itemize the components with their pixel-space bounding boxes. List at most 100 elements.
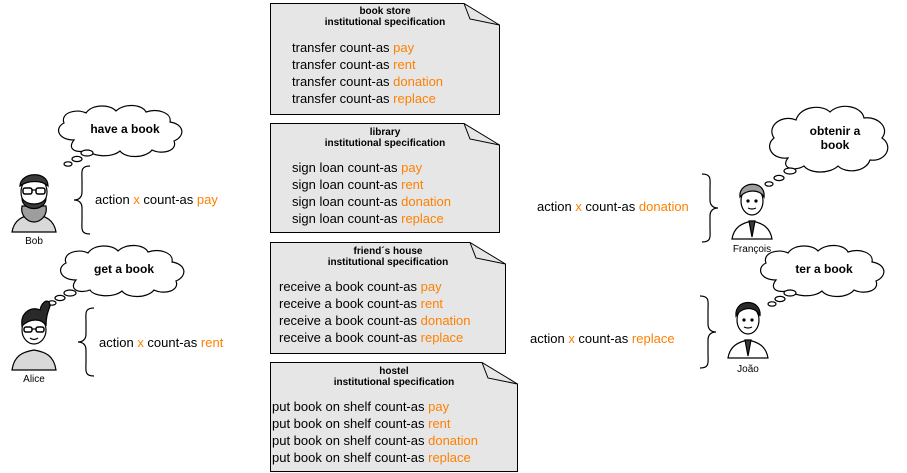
spec-act: sign loan count-as: [292, 177, 402, 192]
spec-result: rent: [428, 416, 451, 431]
spec-act: receive a book count-as: [279, 313, 421, 328]
spec-line: receive a book count-as pay: [279, 278, 471, 295]
spec-act: put book on shelf count-as: [272, 433, 429, 448]
spec-act: put book on shelf count-as: [272, 450, 429, 465]
action-result: pay: [196, 192, 218, 207]
action-prefix: action: [99, 335, 138, 350]
note-shape: [270, 242, 506, 354]
brace-francois: [701, 173, 719, 243]
spec-act: sign loan count-as: [292, 160, 402, 175]
action-count-as: count-as: [143, 335, 201, 350]
spec-note-friends-house: friend´s house institutional specificati…: [270, 242, 506, 354]
agent-name-bob: Bob: [25, 236, 43, 247]
thought-cloud-bob: [57, 104, 183, 167]
spec-lines: transfer count-as pay transfer count-as …: [292, 39, 443, 107]
spec-act: receive a book count-as: [279, 279, 421, 294]
action-x: x: [133, 192, 140, 207]
note-shape: [270, 3, 500, 115]
spec-result: pay: [420, 279, 442, 294]
thought-cloud-alice: [47, 244, 185, 306]
action-count-as: count-as: [581, 199, 639, 214]
action-x: x: [137, 335, 144, 350]
spec-result: pay: [401, 160, 423, 175]
spec-line: transfer count-as rent: [292, 56, 443, 73]
action-result: replace: [631, 331, 675, 346]
spec-act: transfer count-as: [292, 57, 394, 72]
brace-joao: [699, 295, 717, 369]
spec-line: transfer count-as pay: [292, 39, 443, 56]
thought-text-joao: ter a book: [795, 262, 853, 276]
brace-bob: [73, 165, 91, 235]
spec-note-hostel: hostel institutional specification put b…: [270, 362, 518, 472]
spec-act: put book on shelf count-as: [272, 399, 429, 414]
spec-result: replace: [420, 330, 464, 345]
action-label-bob: action x count-as pay: [95, 192, 218, 208]
thought-cloud-joao: [759, 244, 885, 307]
action-result: rent: [200, 335, 224, 350]
thought-text-francois: obtenir a book: [809, 124, 861, 152]
agent-name-alice: Alice: [23, 374, 45, 385]
spec-note-book-store: book store institutional specification t…: [270, 3, 500, 115]
spec-act: receive a book count-as: [279, 330, 421, 345]
spec-subtitle: institutional specification: [324, 17, 446, 28]
spec-act: put book on shelf count-as: [272, 416, 429, 431]
spec-lines: sign loan count-as pay sign loan count-a…: [292, 159, 451, 227]
brace-alice: [77, 307, 95, 377]
action-label-francois: action x count-as donation: [537, 199, 689, 215]
thought-text-alice: get a book: [93, 262, 154, 276]
spec-lines: put book on shelf count-as pay put book …: [272, 398, 478, 466]
avatar-joao-icon: [727, 302, 769, 359]
spec-line: transfer count-as replace: [292, 90, 443, 107]
spec-act: sign loan count-as: [292, 194, 402, 209]
action-label-alice: action x count-as rent: [99, 335, 223, 351]
spec-title: book store: [359, 6, 411, 17]
agent-name-francois: François: [732, 244, 772, 255]
avatar-francois-icon: [731, 183, 773, 240]
action-count-as: count-as: [139, 192, 197, 207]
spec-result: donation: [428, 433, 478, 448]
spec-act: transfer count-as: [292, 91, 394, 106]
spec-act: receive a book count-as: [279, 296, 421, 311]
spec-line: put book on shelf count-as rent: [272, 415, 478, 432]
action-label-joao: action x count-as replace: [530, 331, 675, 347]
spec-line: receive a book count-as rent: [279, 295, 471, 312]
spec-result: donation: [420, 313, 471, 328]
spec-lines: receive a book count-as pay receive a bo…: [279, 278, 471, 346]
thought-text-bob: have a book: [90, 122, 160, 136]
spec-line: transfer count-as donation: [292, 73, 443, 90]
action-x: x: [568, 331, 575, 346]
spec-result: rent: [420, 296, 444, 311]
action-prefix: action: [530, 331, 569, 346]
spec-title: hostel: [379, 366, 409, 377]
spec-act: sign loan count-as: [292, 211, 402, 226]
action-prefix: action: [95, 192, 134, 207]
spec-result: rent: [401, 177, 424, 192]
note-shape: [270, 362, 518, 472]
spec-subtitle: institutional specification: [324, 138, 446, 149]
spec-line: put book on shelf count-as donation: [272, 432, 478, 449]
spec-result: replace: [393, 91, 436, 106]
spec-line: sign loan count-as pay: [292, 159, 451, 176]
spec-subtitle: institutional specification: [327, 257, 449, 268]
spec-result: pay: [428, 399, 450, 414]
action-x: x: [575, 199, 582, 214]
spec-note-library: library institutional specification sign…: [270, 123, 500, 233]
spec-line: sign loan count-as replace: [292, 210, 451, 227]
spec-act: transfer count-as: [292, 74, 394, 89]
spec-line: receive a book count-as replace: [279, 329, 471, 346]
agent-name-joao: João: [737, 364, 759, 375]
spec-line: receive a book count-as donation: [279, 312, 471, 329]
spec-subtitle: institutional specification: [333, 377, 455, 388]
spec-line: sign loan count-as donation: [292, 193, 451, 210]
spec-result: pay: [393, 40, 415, 55]
spec-title: friend´s house: [353, 246, 423, 257]
thought-cloud-francois: [764, 105, 889, 187]
spec-result: replace: [401, 211, 444, 226]
spec-result: replace: [428, 450, 471, 465]
avatar-bob-icon: [11, 174, 57, 233]
spec-act: transfer count-as: [292, 40, 394, 55]
spec-result: donation: [393, 74, 444, 89]
spec-line: put book on shelf count-as pay: [272, 398, 478, 415]
note-shape: [270, 123, 500, 233]
